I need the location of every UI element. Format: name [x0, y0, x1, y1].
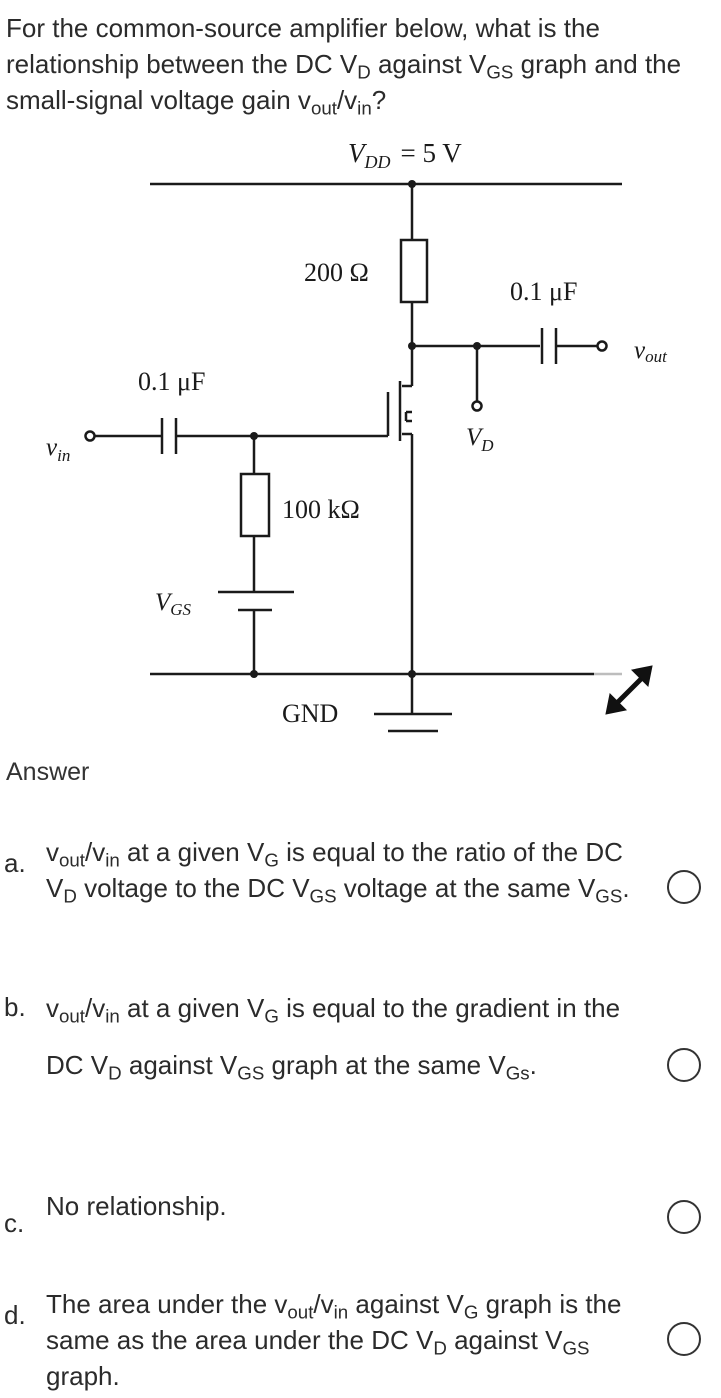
input-capacitor-label: 0.1 μF: [138, 367, 205, 396]
drain-resistor: [399, 238, 429, 304]
option-a-text: vout/vin at a given VG is equal to the r…: [46, 837, 630, 907]
gnd-label: GND: [282, 699, 338, 728]
vout-label: v: [634, 337, 646, 364]
circuit-diagram: VDD= 5 V 200 Ω 0.1 μF vout 0.1 μF vin VD…: [46, 138, 668, 733]
svg-text:vin: vin: [46, 434, 70, 465]
vgs-label: V: [155, 589, 173, 616]
option-d-text: The area under the vout/vin against VG g…: [46, 1289, 622, 1391]
option-letter: c.: [4, 1208, 25, 1238]
option-d-radio[interactable]: [667, 1322, 701, 1356]
svg-text:VGS: VGS: [155, 589, 192, 619]
option-b-radio[interactable]: [667, 1048, 701, 1082]
option-c-radio[interactable]: [667, 1200, 701, 1234]
vd-label: V: [466, 424, 484, 451]
option-b-text: vout/vin at a given VG is equal to the g…: [46, 993, 621, 1084]
svg-text:vout: vout: [634, 337, 668, 366]
option-a-radio[interactable]: [667, 870, 701, 904]
option-letter: d.: [4, 1300, 26, 1330]
gate-resistor: [239, 472, 271, 538]
svg-text:VDD= 5 V: VDD= 5 V: [348, 138, 462, 172]
svg-text:VD: VD: [466, 424, 494, 455]
option-c-text: No relationship.: [46, 1191, 227, 1221]
question-text: For the common-source amplifier below, w…: [6, 13, 682, 119]
gate-resistor-label: 100 kΩ: [282, 495, 360, 524]
option-letter: b.: [4, 992, 26, 1022]
output-capacitor-label: 0.1 μF: [510, 277, 577, 306]
option-letter: a.: [4, 848, 26, 878]
answer-label: Answer: [6, 758, 90, 786]
resize-icon[interactable]: [605, 665, 653, 715]
drain-resistor-label: 200 Ω: [304, 258, 369, 287]
vdd-label: V: [348, 138, 368, 168]
vin-label: v: [46, 434, 58, 461]
